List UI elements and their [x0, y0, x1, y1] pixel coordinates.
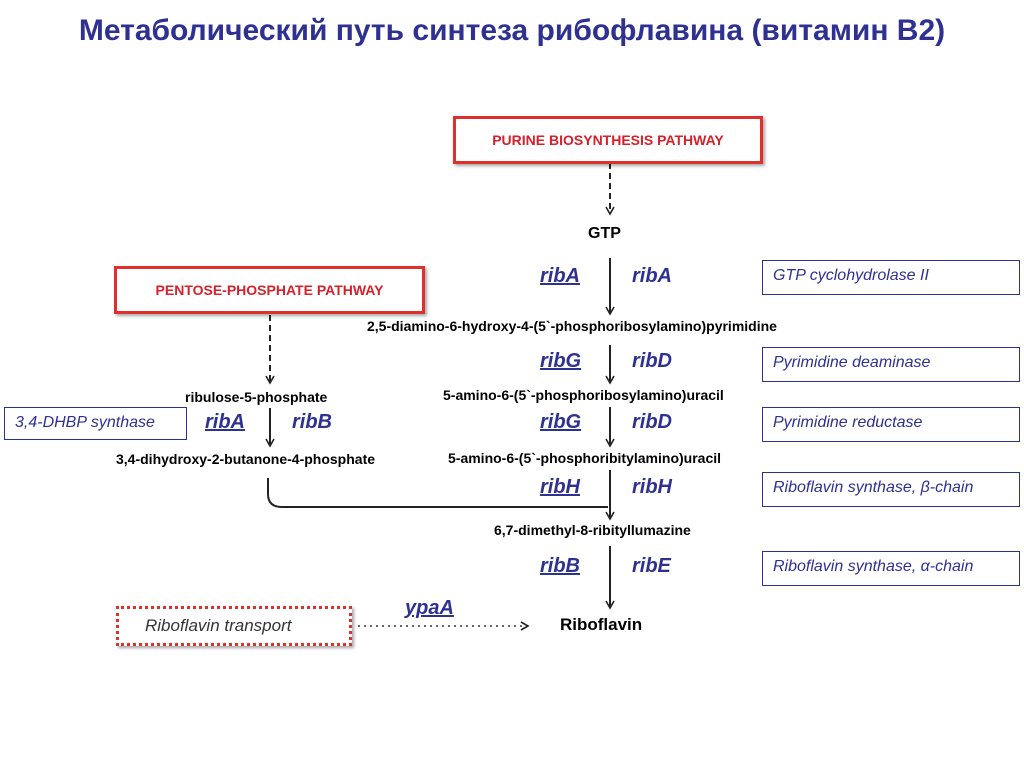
gene-step1-right: ribA	[632, 265, 672, 287]
enzyme-label-gtp-cyclohydrolase: GTP cyclohydrolase II	[773, 267, 929, 284]
enzyme-box-pyrimidine-deaminase: Pyrimidine deaminase	[762, 347, 1020, 382]
gene-side-left: ribA	[205, 411, 245, 433]
gene-step4-right: ribH	[632, 476, 672, 498]
amino-ribitylamino-uracil-label: 5-amino-6-(5`-phosphoribitylamino)uracil	[448, 450, 722, 466]
merge-connector	[267, 478, 608, 508]
pentose-pathway-box: PENTOSE-PHOSPHATE PATHWAY	[114, 266, 425, 314]
ribulose-phosphate-label: ribulose-5-phosphate	[185, 389, 328, 405]
gene-step5-left: ribB	[540, 555, 580, 577]
enzyme-label-pyrimidine-deaminase: Pyrimidine deaminase	[773, 354, 931, 371]
dimethyl-ribityllumazine-label: 6,7-dimethyl-8-ribityllumazine	[494, 522, 691, 538]
gene-step4-left: ribH	[540, 476, 580, 498]
enzyme-box-gtp-cyclohydrolase: GTP cyclohydrolase II	[762, 260, 1020, 295]
gtp-label: GTP	[588, 225, 621, 242]
riboflavin-label: Riboflavin	[560, 615, 643, 634]
diamino-pyrimidine-label: 2,5-diamino-6-hydroxy-4-(5`-phosphoribos…	[367, 318, 777, 334]
gene-side-right: ribB	[292, 411, 332, 433]
enzyme-label-pyrimidine-reductase: Pyrimidine reductase	[773, 414, 923, 431]
enzyme-label-riboflavin-synthase-alpha: Riboflavin synthase, α-chain	[773, 558, 974, 575]
pentose-pathway-label: PENTOSE-PHOSPHATE PATHWAY	[155, 282, 384, 298]
enzyme-box-riboflavin-synthase-alpha: Riboflavin synthase, α-chain	[762, 551, 1020, 586]
purine-pathway-label: PURINE BIOSYNTHESIS PATHWAY	[492, 132, 724, 148]
gene-step1-left: ribA	[540, 265, 580, 287]
enzyme-label-riboflavin-synthase-beta: Riboflavin synthase, β-chain	[773, 479, 974, 496]
riboflavin-transport-label: Riboflavin transport	[145, 616, 292, 635]
purine-pathway-box: PURINE BIOSYNTHESIS PATHWAY	[453, 116, 763, 164]
enzyme-box-pyrimidine-reductase: Pyrimidine reductase	[762, 407, 1020, 442]
enzyme-box-dhbp-synthase: 3,4-DHBP synthase	[4, 407, 187, 440]
gene-step5-right: ribE	[632, 555, 671, 577]
gene-step2-right: ribD	[632, 350, 672, 372]
amino-ribosylamino-uracil-label: 5-amino-6-(5`-phosphoribosylamino)uracil	[443, 387, 724, 403]
enzyme-label-dhbp-synthase: 3,4-DHBP synthase	[15, 414, 155, 431]
gene-transport: ypaA	[405, 597, 454, 619]
enzyme-box-riboflavin-synthase-beta: Riboflavin synthase, β-chain	[762, 472, 1020, 507]
gene-step2-left: ribG	[540, 350, 582, 372]
gene-step3-left: ribG	[540, 411, 582, 433]
page-title: Метаболический путь синтеза рибофлавина …	[78, 14, 946, 47]
riboflavin-transport-box: Riboflavin transport	[116, 606, 352, 646]
dihydroxy-butanone-phosphate-label: 3,4-dihydroxy-2-butanone-4-phosphate	[116, 451, 376, 467]
gene-step3-right: ribD	[632, 411, 672, 433]
